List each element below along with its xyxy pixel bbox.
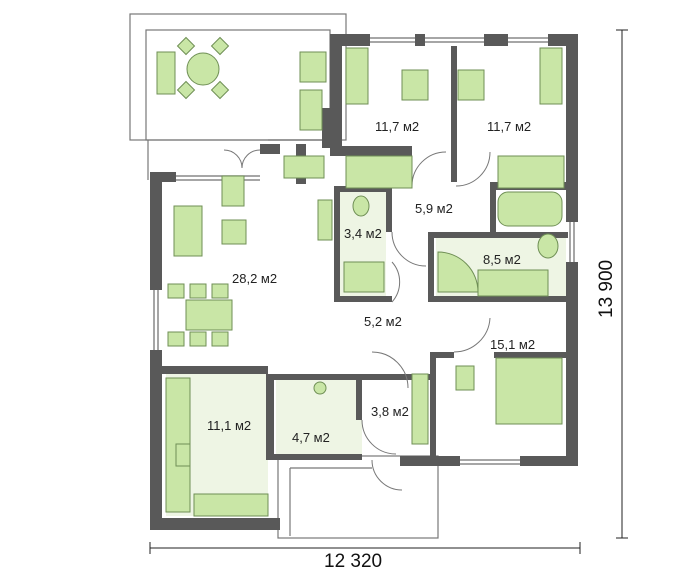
label-hall: 5,9 м2 (415, 201, 453, 216)
label-master-bedroom: 15,1 м2 (490, 337, 535, 352)
windows (153, 37, 575, 465)
label-entry: 3,8 м2 (371, 404, 409, 419)
label-corridor: 5,2 м2 (364, 314, 402, 329)
dimension-lines (149, 29, 628, 554)
door-swings (223, 149, 491, 491)
walls (150, 34, 578, 530)
label-bedroom-left: 11,7 м2 (375, 119, 419, 134)
label-living: 28,2 м2 (232, 271, 277, 286)
label-bathroom: 8,5 м2 (483, 252, 521, 267)
porch (277, 455, 439, 539)
room-labels: 11,7 м2 11,7 м2 5,9 м2 3,4 м2 8,5 м2 28,… (207, 119, 535, 445)
furniture (156, 36, 565, 517)
label-wc: 3,4 м2 (344, 226, 382, 241)
label-bedroom-right: 11,7 м2 (487, 119, 531, 134)
label-kitchen: 11,1 м2 (207, 418, 251, 433)
width-dimension: 12 320 (324, 551, 382, 572)
depth-dimension: 13 900 (596, 260, 617, 318)
label-pantry: 4,7 м2 (292, 430, 330, 445)
